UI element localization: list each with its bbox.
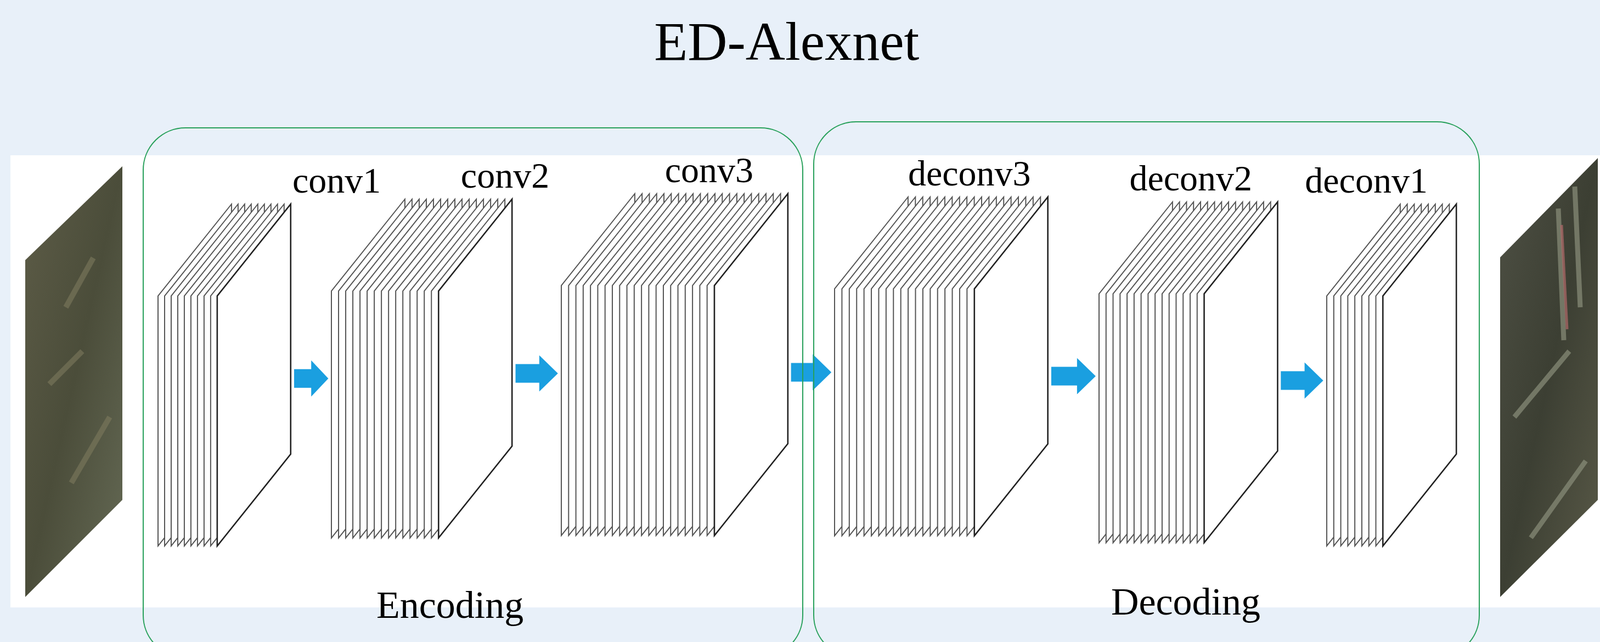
block-arrow — [1280, 362, 1323, 399]
feature-map-sheets — [158, 204, 291, 546]
layer-label: conv1 — [292, 162, 381, 199]
feature-map-sheets — [561, 193, 788, 536]
input-image-texture — [49, 257, 110, 483]
feature-map-stack: deconv2 — [1099, 201, 1278, 543]
layer-label: deconv1 — [1304, 162, 1428, 199]
block-arrow-shape — [515, 355, 559, 392]
feature-map-sheets — [834, 196, 1049, 536]
feature-map-sheet — [974, 196, 1049, 536]
white-band — [10, 155, 1600, 608]
feature-map-stack: deconv1 — [1326, 204, 1457, 546]
feature-map-sheet — [217, 204, 291, 546]
feature-map-stack: deconv3 — [834, 196, 1049, 536]
stage-group: Decoding deconv3 deconv2 deconv1 — [813, 121, 1480, 642]
input-image — [25, 166, 123, 597]
feature-map-sheets — [1326, 204, 1457, 546]
output-image-texture — [1561, 224, 1568, 330]
feature-map-sheet — [1203, 201, 1278, 543]
stage-label: Decoding — [1111, 582, 1261, 622]
feature-map-sheets — [331, 199, 512, 538]
feature-map-sheet — [714, 193, 788, 536]
block-arrow-shape — [1051, 358, 1096, 395]
layer-label: conv2 — [460, 157, 550, 194]
output-image — [1500, 158, 1598, 597]
feature-map-stack: conv1 — [158, 204, 291, 546]
block-arrow-shape — [294, 360, 329, 397]
block-arrow — [294, 360, 329, 397]
feature-map-sheet — [438, 199, 513, 538]
block-arrow-shape — [791, 354, 832, 391]
feature-map-stack: conv3 — [561, 193, 788, 536]
feature-map-stack: conv2 — [331, 199, 512, 538]
layer-label: deconv2 — [1129, 160, 1253, 197]
output-image-texture — [1514, 186, 1586, 538]
block-arrow — [515, 355, 559, 392]
block-arrow — [791, 354, 832, 391]
block-arrow-shape — [1280, 362, 1323, 399]
stage-group: Encodingconv1conv2conv3 — [142, 127, 803, 642]
feature-map-sheet — [1382, 204, 1457, 546]
layer-label: conv3 — [665, 151, 754, 189]
stage-label: Encoding — [376, 586, 524, 625]
diagram-title: ED-Alexnet — [654, 14, 920, 70]
feature-map-sheets — [1099, 201, 1278, 543]
layer-label: deconv3 — [908, 155, 1032, 192]
block-arrow — [1051, 358, 1096, 395]
